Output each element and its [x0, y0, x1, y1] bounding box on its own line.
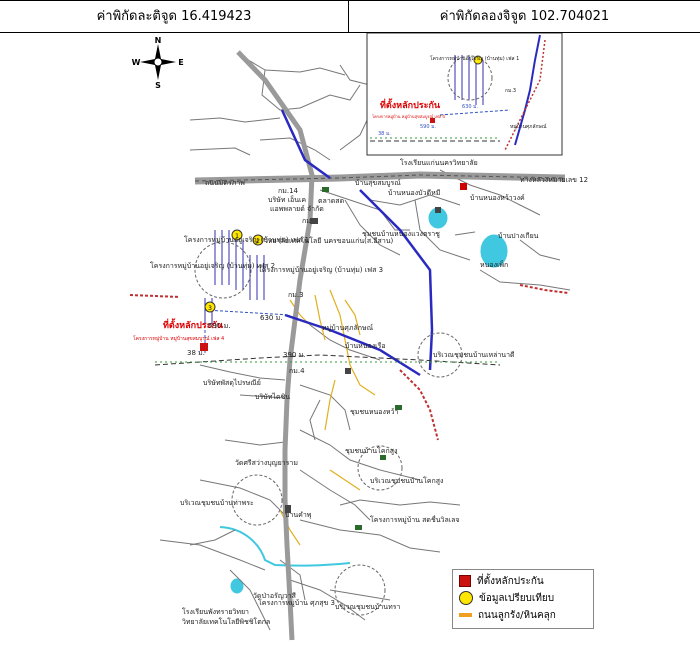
place-km14: กม.14	[278, 187, 299, 195]
inset-km3: กม.3	[505, 88, 516, 94]
place-college-2: วิทยาลัยเทคโนโลยีพิชชิโตกล	[182, 617, 270, 626]
place-nongwa: บ้านหนองหว้าวงค์	[470, 194, 525, 202]
highway-centerline	[194, 174, 566, 182]
distance-390: 390 ม.	[283, 351, 305, 359]
compass-n: N	[155, 36, 162, 45]
place-supasuk: โครงการหมู่บ้าน ศุภสุข 3	[258, 598, 335, 607]
place-nongwaeng: ชุมชนบ้านหนองแวงตราชู	[362, 230, 440, 238]
place-nongpek: หนองเพ็ก	[480, 260, 508, 269]
place-pangkian: บ้านปางเกียน	[498, 232, 539, 240]
latitude-label: ค่าพิกัดละติจูด 16.419423	[0, 1, 349, 32]
community-label-1: บริเวณชุมชนบ้านเหล่านาดี	[433, 351, 515, 359]
compass-rose-icon: N S W E	[132, 36, 184, 90]
comparison-markers: 1 2 3	[204, 229, 264, 313]
inset-supalak: หมู่บ้านศุภลักษณ์	[510, 123, 547, 130]
map-labels: โครงการหมู่บ้านอยู่เจริญ (บ้านทุ่ม) เฟส …	[150, 158, 588, 626]
inset-distance-38: 38 ม.	[378, 131, 391, 137]
project-label-2: โครงการหมู่บ้านอยู่เจริญ (บ้านทุ่ม) เฟส …	[150, 261, 275, 270]
legend-item-comparison: ข้อมูลเปรียบเทียบ	[459, 591, 554, 607]
legend-red-square-icon	[459, 575, 471, 587]
inset-site-label: ที่ตั้งหลักประกัน	[380, 98, 441, 111]
marker-2: 2	[256, 238, 260, 245]
inset-project-label: โครงการหมู่บ้านอยู่เจริญ (บ้านทุ่ม) เฟส …	[430, 55, 519, 62]
marker-1: 1	[235, 233, 239, 240]
legend-yellow-circle-icon	[459, 591, 473, 605]
place-suksomboon: บ้านสุขสมบูรณ์	[355, 179, 401, 187]
coordinate-header: ค่าพิกัดละติจูด 16.419423 ค่าพิกัดลองจิจ…	[0, 0, 700, 33]
inset-distance-630: 630 ม.	[462, 104, 478, 110]
map-legend: ที่ตั้งหลักประกัน ข้อมูลเปรียบเทียบ ถนนล…	[452, 569, 594, 629]
place-nongruea: บ้านหนองเรือ	[345, 342, 386, 350]
place-km4: กม.4	[289, 367, 305, 375]
highway-label-2: ทางหลวงหมายเลข 12	[520, 176, 588, 184]
legend-item-gravel: ถนนลูกรัง/หินคลุก	[459, 608, 556, 624]
community-circle-2	[357, 445, 403, 491]
place-khoksung: ชุมชนบ้านโคกสูง	[345, 446, 397, 455]
place-km3: กม.3	[288, 291, 304, 299]
legend-site-label: ที่ตั้งหลักประกัน	[477, 576, 544, 587]
legend-item-site: ที่ตั้งหลักประกัน	[459, 574, 544, 590]
compass-s: S	[155, 81, 161, 90]
red-road-2	[519, 284, 569, 294]
compass-w: W	[132, 58, 141, 67]
distance-590: 590 ม.	[208, 322, 230, 330]
place-km1: กม.1	[302, 217, 318, 225]
project-label-3: โครงการหมู่บ้านอยู่เจริญ (บ้านทุ่ม) เฟส …	[258, 265, 383, 274]
legend-gravel-label: ถนนลูกรัง/หินคลุก	[478, 610, 556, 621]
inset-map[interactable]: ที่ตั้งหลักประกัน โครงการหมู่บ้าน หมู่บ้…	[366, 33, 563, 156]
blue-road-2	[359, 189, 434, 371]
water-bodies	[219, 207, 508, 594]
place-market: ตลาดสด	[318, 197, 344, 205]
red-road	[399, 369, 439, 441]
gravel-roads	[279, 289, 376, 546]
compass-e: E	[178, 58, 183, 67]
community-label-2: บริเวณชุมชนบ้านโคกสูง	[370, 476, 443, 485]
distance-line	[204, 309, 291, 316]
legend-orange-line-icon	[459, 613, 472, 617]
place-supalak: หมู่บ้านศุภลักษณ์	[322, 324, 374, 332]
site-marker[interactable]	[200, 343, 208, 351]
distance-630: 630 ม.	[260, 314, 282, 322]
highway-label-1: ถนนมิตรภาพ	[205, 179, 245, 187]
legend-comparison-label: ข้อมูลเปรียบเทียบ	[479, 593, 555, 604]
place-daishin: บริษัทไดชิน	[255, 392, 290, 401]
site-label: ที่ตั้งหลักประกัน	[163, 318, 224, 331]
community-circle-3	[231, 474, 283, 526]
longitude-label: ค่าพิกัดลองจิจูด 102.704021	[439, 9, 610, 24]
site-sublabel: โครงการหมู่บ้าน หมู่บ้านสุขสมบูรณ์ เฟส 4	[133, 335, 224, 342]
project-radius-circle	[194, 241, 252, 299]
place-nongbua: บ้านหนองบัวดีหมี	[388, 189, 440, 197]
college-label: วิทยาลัยเทคโนโลยี นครขอนแก่น(ส.อีสาน)	[264, 236, 394, 245]
place-nk-company: บริษัท เอ็นเค	[268, 195, 306, 204]
community-label-4: บริเวณชุมชนบ้านทรา	[335, 603, 400, 611]
place-post: บริษัทพัสดุไปรษณีย์	[203, 378, 261, 387]
place-school: โรงเรียนแก่นนครวิทยาลัย	[400, 158, 478, 167]
marker-3: 3	[208, 305, 212, 312]
place-community-nongwa: ชุมชนหนองหว้า	[350, 408, 398, 416]
inset-distance-590: 590 ม.	[420, 124, 436, 130]
place-applied: แอพพลายด์ จำกัด	[270, 205, 324, 213]
place-temple-2: วัดป่าอรัญวาสี	[253, 592, 297, 600]
distance-38: 38 ม.	[187, 349, 205, 357]
community-circle-1	[417, 332, 463, 378]
red-road-3	[129, 294, 181, 298]
blue-road	[280, 109, 331, 180]
highway-north-south	[236, 50, 315, 641]
community-circle-4	[334, 564, 386, 616]
location-map[interactable]: N S W E	[0, 33, 700, 647]
project-village-grid	[204, 230, 265, 325]
place-temple: วัดศรีสว่างบุญยาราม	[235, 459, 298, 467]
place-khampu: บ้านคำพุ	[285, 511, 312, 519]
project-label-1: โครงการหมู่บ้านอยู่เจริญ (บ้านทุ่ม) เฟส …	[184, 235, 309, 244]
place-village-sodchuen: โครงการหมู่บ้าน สดชื่นวิลเลจ	[370, 515, 460, 524]
inset-site-sublabel: โครงการหมู่บ้าน หมู่บ้านสุขสมบูรณ์ เฟส 4	[372, 114, 445, 120]
place-school-2: โรงเรียนพังทรายวิทยา	[182, 607, 249, 616]
community-label-3: บริเวณชุมชนบ้านท่าพระ	[180, 499, 254, 507]
